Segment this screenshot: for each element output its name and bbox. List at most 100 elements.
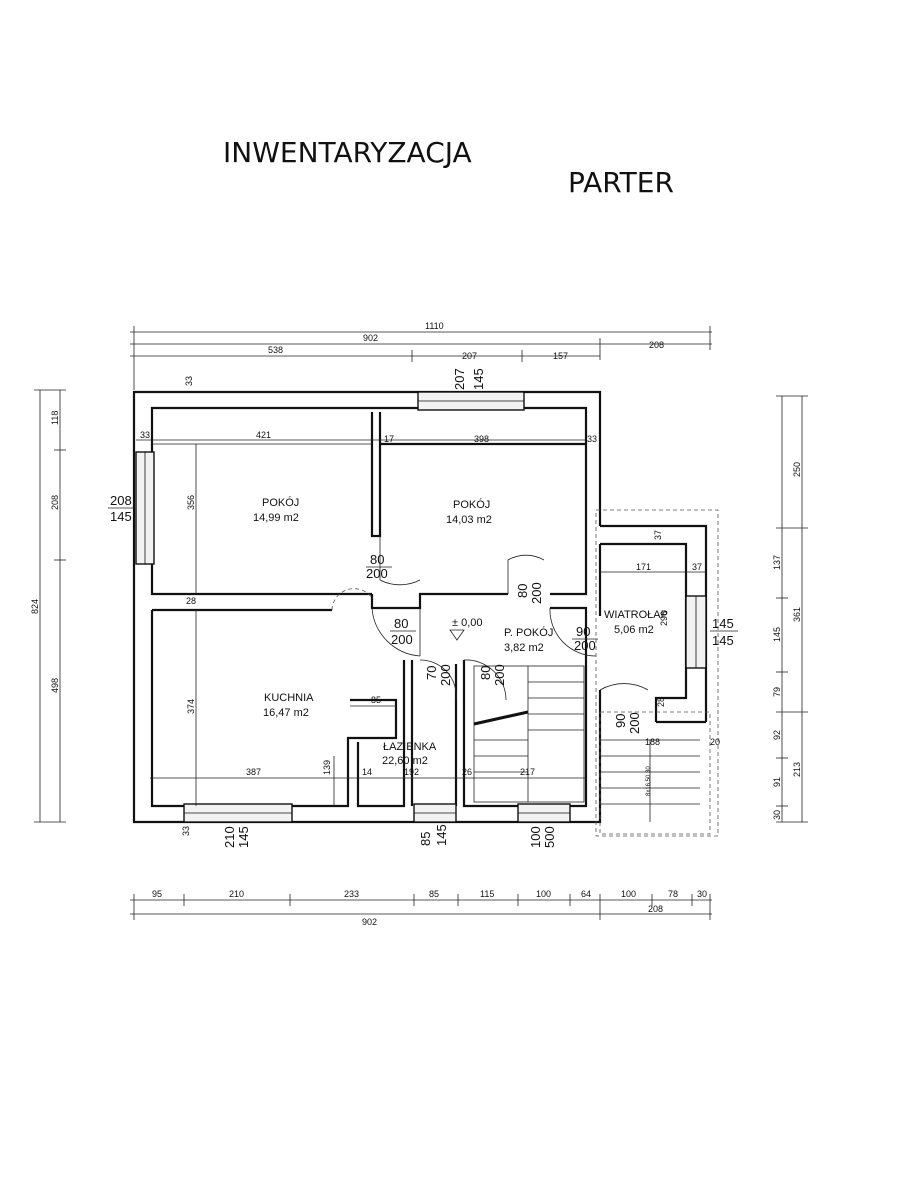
dim-wall-28a: 28 <box>186 596 196 606</box>
door-entry-w: 90 <box>613 714 628 728</box>
win-bottom-kitchen-h: 145 <box>236 826 251 848</box>
dim-vest-20: 20 <box>710 737 720 747</box>
dim-left-3: 498 <box>50 678 60 693</box>
dim-inner-c: 17 <box>384 434 394 444</box>
right-dimensions: 250 137 145 79 92 91 30 361 213 <box>772 395 808 823</box>
door-kitchen-h: 200 <box>391 632 413 647</box>
dim-vest-b: 171 <box>636 562 651 572</box>
dim-right-total-b: 213 <box>792 762 802 777</box>
room-name-wiatrolap: WIATROŁAP <box>604 609 668 621</box>
door-vestibule-w: 90 <box>576 624 590 639</box>
room-area-pokoj-1: 14,99 m2 <box>253 512 299 524</box>
dim-bottom-6: 100 <box>536 889 551 899</box>
dim-bottom-3: 233 <box>344 889 359 899</box>
dim-right-3: 145 <box>772 627 782 642</box>
dim-bottom-7: 64 <box>581 889 591 899</box>
staircase: 8x16,50 30 <box>473 509 719 837</box>
door-entry-h: 200 <box>627 712 642 734</box>
dim-top-main: 902 <box>363 333 378 343</box>
dim-bottom-ext: 208 <box>648 904 663 914</box>
dim-top-corner: 33 <box>184 376 194 386</box>
dim-bottom-8: 100 <box>621 889 636 899</box>
left-dimensions: 824 118 208 498 <box>30 389 66 823</box>
dim-inner-d: 398 <box>474 434 489 444</box>
floor-name: PARTER <box>568 166 674 199</box>
dim-top-seg-1: 538 <box>268 345 283 355</box>
room-name-pokoj-2: POKÓJ <box>453 498 490 511</box>
dim-bottom-corner: 33 <box>181 826 191 836</box>
win-top-h: 145 <box>471 368 486 390</box>
door-pokoj2-w: 80 <box>515 584 530 598</box>
dim-bottom-main: 902 <box>362 917 377 927</box>
dim-low-c: 192 <box>404 767 419 777</box>
dim-top-seg-2: 207 <box>462 351 477 361</box>
door-swings <box>331 536 649 701</box>
dim-top-overall: 1110 <box>425 321 444 331</box>
dim-right-4: 79 <box>772 687 782 697</box>
room-area-wiatrolap: 5,06 m2 <box>614 624 654 636</box>
door-kitchen-w: 80 <box>394 616 408 631</box>
room-labels: POKÓJ 14,99 m2 POKÓJ 14,03 m2 KUCHNIA 16… <box>253 496 668 767</box>
win-bottom-bath-h: 145 <box>434 824 449 846</box>
dim-left-1: 118 <box>50 411 60 425</box>
dim-room-h2: 374 <box>186 699 196 714</box>
win-left-h: 145 <box>110 509 132 524</box>
win-bottom-bath-w: 85 <box>418 832 433 846</box>
dim-bottom-1: 95 <box>152 889 162 899</box>
dim-inner-a: 33 <box>140 430 150 440</box>
door-bath-w: 70 <box>424 666 439 680</box>
bottom-dimensions: 95 210 233 85 115 100 64 100 78 30 902 2… <box>130 889 712 927</box>
windows <box>135 391 707 823</box>
dim-bottom-4: 85 <box>429 889 439 899</box>
inner-dimensions: 33 421 17 398 33 37 171 37 356 374 28 28… <box>136 430 720 836</box>
dim-right-5: 92 <box>772 730 782 740</box>
dim-inner-e: 33 <box>587 434 597 444</box>
dim-kitchen-139: 139 <box>322 760 332 775</box>
win-bottom-stair-w: 100 <box>528 826 543 848</box>
dim-low-b: 14 <box>362 767 372 777</box>
opening-labels: 207 145 208 145 145 145 210 145 85 145 1… <box>108 368 738 848</box>
door-pokoj1-h: 200 <box>366 566 388 581</box>
win-bottom-stair-h: 500 <box>542 826 557 848</box>
win-left-w: 208 <box>110 493 132 508</box>
dim-top-seg-3: 157 <box>553 351 568 361</box>
dim-kitchen-85: 85 <box>371 695 381 705</box>
dim-vest-c: 37 <box>692 562 702 572</box>
dim-right-6: 91 <box>772 777 782 787</box>
door-ppokoj-w: 80 <box>478 666 493 680</box>
room-name-pokoj-1: POKÓJ <box>262 496 299 509</box>
room-name-p-pokoj: P. POKÓJ <box>504 626 553 639</box>
room-area-lazienka: 22,60 m2 <box>382 755 428 767</box>
dim-left-overall: 824 <box>30 599 40 614</box>
dim-vest-296: 296 <box>659 611 669 626</box>
dim-right-total-a: 361 <box>792 607 802 622</box>
room-name-lazienka: ŁAZIENKA <box>383 741 437 753</box>
room-area-kuchnia: 16,47 m2 <box>263 707 309 719</box>
dim-inner-b: 421 <box>256 430 271 440</box>
room-area-pokoj-2: 14,03 m2 <box>446 514 492 526</box>
dim-wall-28b: 28 <box>656 697 666 707</box>
door-pokoj1-w: 80 <box>370 552 384 567</box>
door-ppokoj-h: 200 <box>492 664 507 686</box>
dim-bottom-9: 78 <box>668 889 678 899</box>
room-name-kuchnia: KUCHNIA <box>264 692 314 704</box>
dim-low-d: 26 <box>462 767 472 777</box>
top-dimensions: 1110 902 208 538 207 157 33 <box>130 321 712 390</box>
dim-low-a: 387 <box>246 767 261 777</box>
dim-low-e: 217 <box>520 767 535 777</box>
drawing-title: INWENTARYZACJA <box>223 136 472 169</box>
win-top-w: 207 <box>452 368 467 390</box>
level-mark: ± 0,00 <box>452 617 483 629</box>
room-area-p-pokoj: 3,82 m2 <box>504 642 544 654</box>
dim-room-h1: 356 <box>186 495 196 510</box>
door-bath-h: 200 <box>438 664 453 686</box>
dim-vest-a: 37 <box>653 530 663 540</box>
dim-vest-188: 188 <box>645 737 660 747</box>
win-right-w: 145 <box>712 616 734 631</box>
door-vestibule-h: 200 <box>574 638 596 653</box>
stair-note: 8x16,50 30 <box>646 766 652 796</box>
dim-right-2: 137 <box>772 555 782 570</box>
dim-bottom-5: 115 <box>480 889 494 899</box>
dim-right-1: 250 <box>792 462 802 477</box>
